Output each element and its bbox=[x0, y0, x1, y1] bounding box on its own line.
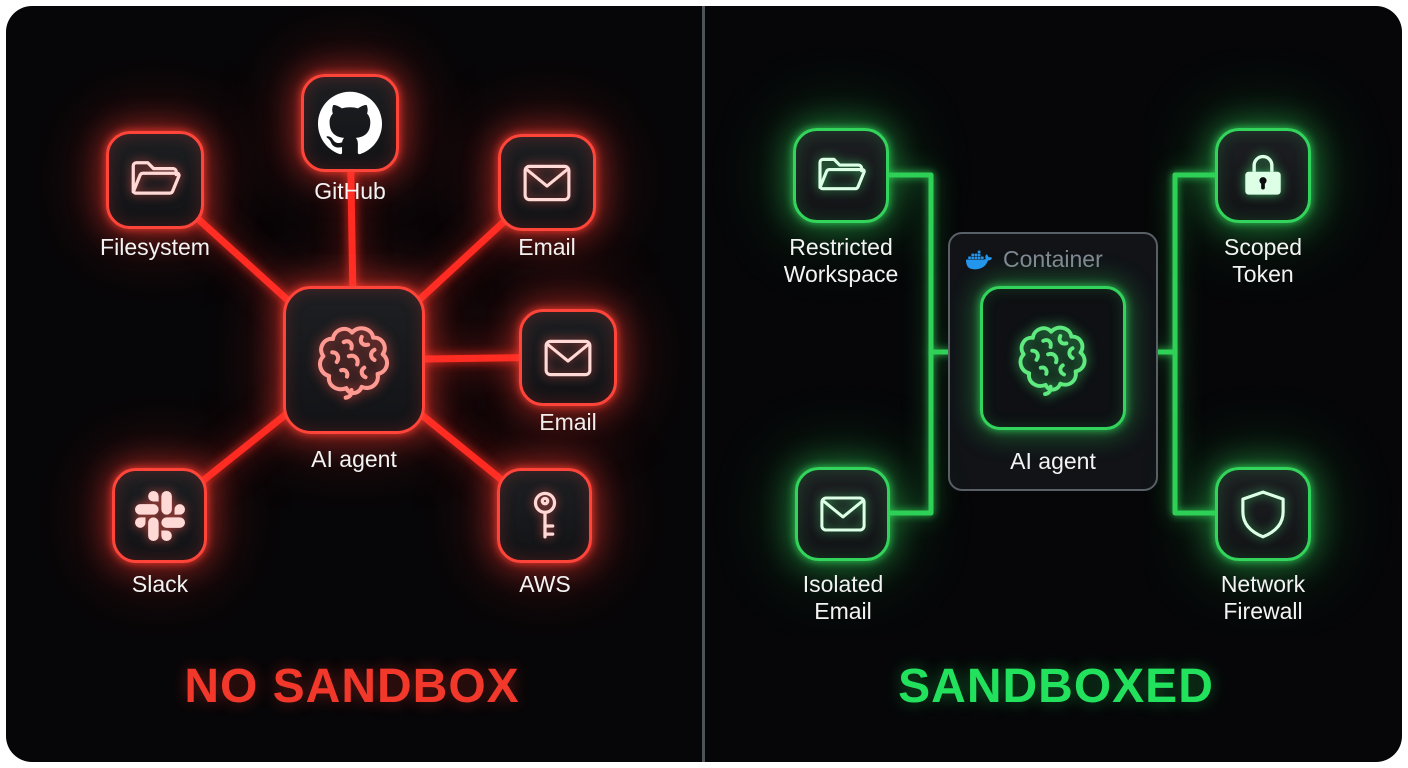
envelope-icon bbox=[540, 330, 596, 386]
node-email-top-label: Email bbox=[518, 234, 576, 260]
node-email-right-label: Email bbox=[539, 409, 597, 435]
node-slack bbox=[112, 468, 207, 563]
agent-label: AI agent bbox=[1010, 448, 1096, 474]
node-filesystem bbox=[106, 131, 204, 229]
folder-icon bbox=[126, 151, 184, 209]
node-email-right bbox=[519, 309, 617, 406]
lock-icon bbox=[1236, 149, 1290, 203]
node-scoped-token-label: Scoped Token bbox=[1224, 234, 1302, 288]
node-restricted-workspace bbox=[793, 128, 889, 223]
left-title: NO SANDBOX bbox=[184, 660, 520, 713]
container-box: Container AI agent bbox=[948, 232, 1158, 491]
node-isolated-email bbox=[795, 467, 890, 561]
envelope-icon bbox=[519, 155, 575, 211]
folder-icon bbox=[813, 148, 869, 204]
label-line: Network bbox=[1220, 571, 1306, 597]
label-line: Firewall bbox=[1223, 598, 1303, 624]
container-label-text: Container bbox=[1003, 246, 1103, 272]
node-github-label: GitHub bbox=[314, 178, 386, 204]
node-isolated-email-label: Isolated Email bbox=[803, 571, 884, 625]
docker-icon bbox=[964, 247, 994, 273]
agent-label: AI agent bbox=[311, 446, 397, 472]
node-network-firewall-label: Network Firewall bbox=[1221, 571, 1305, 625]
shield-icon bbox=[1235, 486, 1291, 542]
label-line: Token bbox=[1232, 261, 1294, 287]
panel-divider bbox=[702, 6, 705, 762]
label-line: Workspace bbox=[783, 261, 899, 287]
brain-icon bbox=[308, 314, 400, 406]
node-email-top bbox=[498, 134, 596, 231]
node-filesystem-label: Filesystem bbox=[100, 234, 210, 260]
node-slack-label: Slack bbox=[131, 571, 189, 597]
node-ai-agent-sandboxed bbox=[980, 286, 1126, 430]
label-line: Email bbox=[814, 598, 872, 624]
label-line: Isolated bbox=[802, 571, 884, 597]
container-header: Container bbox=[964, 246, 1156, 273]
node-github bbox=[301, 74, 399, 172]
node-scoped-token bbox=[1215, 128, 1311, 223]
node-network-firewall bbox=[1215, 467, 1311, 561]
node-aws-label: AWS bbox=[519, 571, 571, 597]
node-ai-agent-unsandboxed bbox=[283, 286, 425, 434]
label-line: Restricted bbox=[789, 234, 893, 260]
slack-icon bbox=[135, 491, 185, 541]
node-restricted-workspace-label: Restricted Workspace bbox=[784, 234, 899, 288]
node-aws bbox=[497, 468, 592, 563]
right-title: SANDBOXED bbox=[898, 660, 1214, 713]
brain-icon bbox=[1009, 314, 1097, 402]
label-line: Scoped bbox=[1223, 234, 1303, 260]
envelope-icon bbox=[816, 487, 870, 541]
key-icon bbox=[516, 487, 574, 545]
github-icon bbox=[318, 91, 382, 155]
